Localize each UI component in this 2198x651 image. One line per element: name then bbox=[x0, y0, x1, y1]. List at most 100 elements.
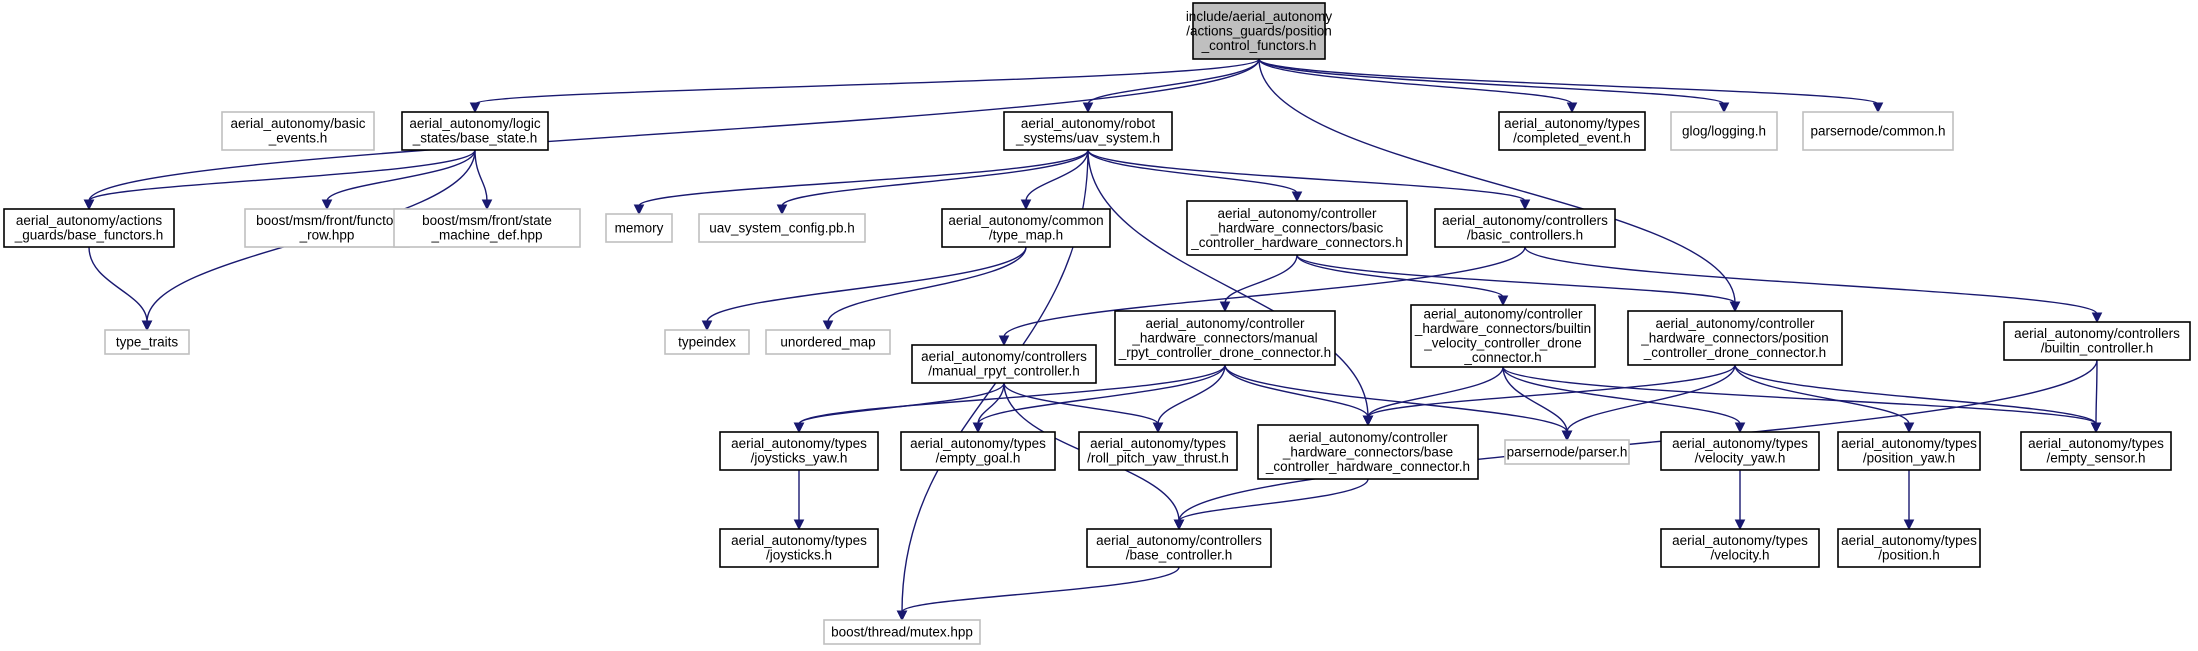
node-builtin_controller[interactable]: aerial_autonomy/controllers/builtin_cont… bbox=[2003, 321, 2191, 361]
node-position_yaw[interactable]: aerial_autonomy/types/position_yaw.h bbox=[1837, 431, 1981, 471]
arrowhead-manual_rpyt_connector-to-roll_pitch_yaw_thrust bbox=[1152, 422, 1164, 434]
node-label-builtin_velocity_connector-line-2: _velocity_controller_drone bbox=[1423, 336, 1582, 351]
node-label-state_machine_def-line-0: boost/msm/front/state bbox=[422, 213, 552, 228]
node-label-basic_controllers-line-1: /basic_controllers.h bbox=[1467, 228, 1583, 243]
node-label-basic_ctrl_hw-line-0: aerial_autonomy/controller bbox=[1217, 206, 1377, 221]
node-uav_system[interactable]: aerial_autonomy/robot_systems/uav_system… bbox=[1003, 111, 1173, 151]
node-label-velocity-line-1: /velocity.h bbox=[1710, 548, 1769, 563]
node-box-joysticks_yaw[interactable] bbox=[719, 431, 879, 471]
node-box-type_traits bbox=[104, 329, 190, 355]
edge-basic_ctrl_hw-to-builtin_velocity_connector bbox=[1296, 254, 1504, 298]
node-box-empty_sensor[interactable] bbox=[2020, 431, 2172, 471]
node-joysticks_yaw[interactable]: aerial_autonomy/types/joysticks_yaw.h bbox=[719, 431, 879, 471]
node-box-position[interactable] bbox=[1837, 528, 1981, 568]
node-label-joysticks-line-1: /joysticks.h bbox=[766, 548, 832, 563]
arrowhead-root-to-base_state bbox=[469, 102, 481, 114]
edge-root-to-base_state bbox=[474, 58, 1260, 105]
node-box-manual_rpyt_controller[interactable] bbox=[911, 344, 1097, 384]
arrowhead-base_controller-to-mutex bbox=[896, 610, 908, 622]
edge-root-to-base_functors bbox=[88, 58, 1260, 202]
arrowhead-basic_ctrl_hw-to-builtin_velocity_connector bbox=[1497, 295, 1509, 307]
node-base_functors[interactable]: aerial_autonomy/actions_guards/base_func… bbox=[3, 208, 175, 248]
arrowhead-type_map-to-typeindex bbox=[701, 320, 713, 332]
arrowhead-base_state-to-functor_row bbox=[321, 199, 333, 211]
node-box-position_connector[interactable] bbox=[1627, 310, 1843, 366]
node-box-basic_ctrl_hw[interactable] bbox=[1186, 200, 1408, 256]
node-box-base_functors[interactable] bbox=[3, 208, 175, 248]
node-box-position_yaw[interactable] bbox=[1837, 431, 1981, 471]
node-label-base_state-line-0: aerial_autonomy/logic bbox=[409, 116, 541, 131]
node-functor_row: boost/msm/front/functor_row.hpp bbox=[244, 208, 410, 248]
arrowhead-builtin_controller-to-empty_sensor bbox=[2090, 422, 2102, 434]
header-nodes: include/aerial_autonomy/actions_guards/p… bbox=[3, 2, 2191, 645]
node-roll_pitch_yaw_thrust[interactable]: aerial_autonomy/types/roll_pitch_yaw_thr… bbox=[1078, 431, 1238, 471]
node-base_controller[interactable]: aerial_autonomy/controllers/base_control… bbox=[1086, 528, 1272, 568]
node-empty_sensor[interactable]: aerial_autonomy/types/empty_sensor.h bbox=[2020, 431, 2172, 471]
node-box-builtin_controller[interactable] bbox=[2003, 321, 2191, 361]
node-velocity_yaw[interactable]: aerial_autonomy/types/velocity_yaw.h bbox=[1660, 431, 1820, 471]
node-box-unordered_map bbox=[765, 329, 891, 355]
node-box-velocity_yaw[interactable] bbox=[1660, 431, 1820, 471]
edge-root-to-glog bbox=[1258, 58, 1725, 105]
edge-uav_system-to-memory bbox=[638, 149, 1089, 207]
node-base_ctrl_hw[interactable]: aerial_autonomy/controller_hardware_conn… bbox=[1257, 424, 1479, 480]
node-base_state[interactable]: aerial_autonomy/logic_states/base_state.… bbox=[401, 111, 549, 151]
arrowhead-root-to-parsernode_common bbox=[1872, 102, 1884, 114]
node-typeindex: typeindex bbox=[664, 329, 750, 355]
node-manual_rpyt_connector[interactable]: aerial_autonomy/controller_hardware_conn… bbox=[1114, 310, 1336, 366]
node-basic_controllers[interactable]: aerial_autonomy/controllers/basic_contro… bbox=[1434, 208, 1616, 248]
node-box-roll_pitch_yaw_thrust[interactable] bbox=[1078, 431, 1238, 471]
node-box-manual_rpyt_connector[interactable] bbox=[1114, 310, 1336, 366]
node-box-builtin_velocity_connector[interactable] bbox=[1410, 304, 1596, 368]
node-box-state_machine_def bbox=[393, 208, 581, 248]
edge-basic_controllers-to-manual_rpyt_controller bbox=[1003, 246, 1526, 338]
node-box-base_state[interactable] bbox=[401, 111, 549, 151]
node-label-position_yaw-line-0: aerial_autonomy/types bbox=[1841, 436, 1977, 451]
node-root[interactable]: include/aerial_autonomy/actions_guards/p… bbox=[1186, 2, 1333, 60]
node-box-parser bbox=[1504, 439, 1630, 465]
node-box-uav_system[interactable] bbox=[1003, 111, 1173, 151]
arrowhead-base_ctrl_hw-to-base_controller bbox=[1173, 519, 1185, 531]
node-box-base_ctrl_hw[interactable] bbox=[1257, 424, 1479, 480]
arrowhead-root-to-glog bbox=[1718, 102, 1730, 114]
node-type_map[interactable]: aerial_autonomy/common/type_map.h bbox=[941, 208, 1111, 248]
node-box-completed_event[interactable] bbox=[1498, 111, 1646, 151]
node-box-joysticks[interactable] bbox=[719, 528, 879, 568]
node-label-builtin_velocity_connector-line-0: aerial_autonomy/controller bbox=[1423, 307, 1583, 322]
node-label-type_map-line-0: aerial_autonomy/common bbox=[948, 213, 1103, 228]
edge-basic_controllers-to-builtin_controller bbox=[1524, 246, 2098, 315]
node-box-root[interactable] bbox=[1192, 2, 1326, 60]
edge-root-to-position_connector bbox=[1258, 58, 1736, 304]
edge-manual_rpyt_connector-to-base_ctrl_hw bbox=[1224, 364, 1369, 418]
arrowhead-type_map-to-unordered_map bbox=[822, 320, 834, 332]
edge-uav_system-to-type_map bbox=[1025, 149, 1089, 202]
node-completed_event[interactable]: aerial_autonomy/types/completed_event.h bbox=[1498, 111, 1646, 151]
edge-manual_rpyt_connector-to-roll_pitch_yaw_thrust bbox=[1157, 364, 1226, 425]
node-box-basic_controllers[interactable] bbox=[1434, 208, 1616, 248]
node-joysticks[interactable]: aerial_autonomy/types/joysticks.h bbox=[719, 528, 879, 568]
node-label-root-line-1: /actions_guards/position bbox=[1186, 23, 1332, 38]
node-position_connector[interactable]: aerial_autonomy/controller_hardware_conn… bbox=[1627, 310, 1843, 366]
node-label-position_yaw-line-1: /position_yaw.h bbox=[1863, 451, 1955, 466]
node-box-uav_system_config bbox=[698, 213, 866, 243]
node-box-velocity[interactable] bbox=[1660, 528, 1820, 568]
edge-uav_system-to-base_ctrl_hw bbox=[1087, 149, 1369, 418]
node-basic_ctrl_hw[interactable]: aerial_autonomy/controller_hardware_conn… bbox=[1186, 200, 1408, 256]
node-builtin_velocity_connector[interactable]: aerial_autonomy/controller_hardware_conn… bbox=[1410, 304, 1596, 368]
node-position[interactable]: aerial_autonomy/types/position.h bbox=[1837, 528, 1981, 568]
node-label-basic_events-line-1: _events.h bbox=[268, 131, 328, 146]
node-box-empty_goal[interactable] bbox=[900, 431, 1056, 471]
node-label-base_functors-line-1: _guards/base_functors.h bbox=[14, 228, 164, 243]
node-manual_rpyt_controller[interactable]: aerial_autonomy/controllers/manual_rpyt_… bbox=[911, 344, 1097, 384]
node-velocity[interactable]: aerial_autonomy/types/velocity.h bbox=[1660, 528, 1820, 568]
arrowhead-position_connector-to-parser bbox=[1561, 430, 1573, 442]
node-empty_goal[interactable]: aerial_autonomy/types/empty_goal.h bbox=[900, 431, 1056, 471]
arrowhead-builtin_velocity_connector-to-velocity_yaw bbox=[1734, 422, 1746, 434]
edge-base_ctrl_hw-to-base_controller bbox=[1178, 478, 1369, 522]
node-label-type_traits-line-0: type_traits bbox=[116, 334, 179, 349]
node-label-type_map-line-1: /type_map.h bbox=[989, 228, 1063, 243]
node-label-position_connector-line-0: aerial_autonomy/controller bbox=[1655, 316, 1815, 331]
node-glog: glog/logging.h bbox=[1670, 111, 1778, 151]
node-box-base_controller[interactable] bbox=[1086, 528, 1272, 568]
node-box-type_map[interactable] bbox=[941, 208, 1111, 248]
